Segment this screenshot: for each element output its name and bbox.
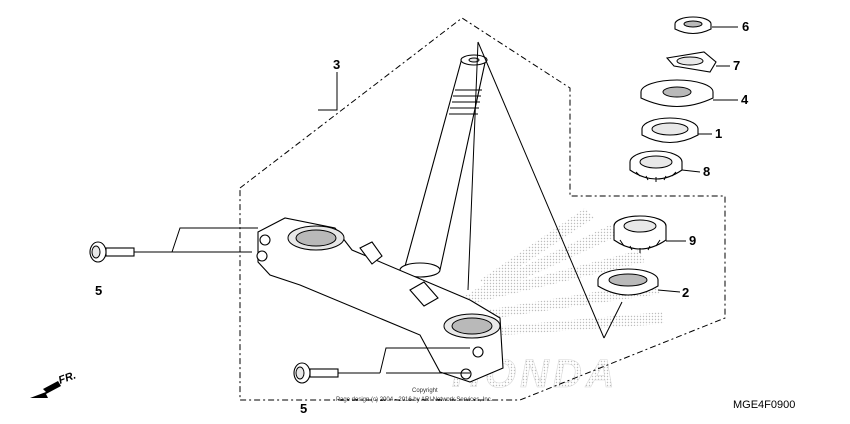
callout-9: 9 [689,233,696,248]
front-direction-label: FR. [57,369,78,386]
callout-4: 4 [741,92,749,107]
copyright-line2: Page design (c) 2004 - 2016 by ARI Netwo… [336,397,493,403]
upper-bearing [629,150,683,182]
callout-8: 8 [703,164,710,179]
diagram-code: MGE4F0900 [733,399,795,411]
dust-seal [641,117,699,144]
honda-wing-watermark [440,208,664,338]
stem-leader-lines [467,41,623,339]
lower-bearing [613,215,667,253]
callout-6: 6 [742,19,749,34]
copyright-line1: Copyright [412,388,438,394]
callout-1: 1 [715,126,722,141]
callout-3: 3 [333,57,340,72]
callout-5-left: 5 [95,283,102,298]
bottom-bridge [256,217,504,383]
lock-washer [665,51,717,73]
bolt-left-leader [171,227,258,253]
bolt-bottom-leader [379,347,470,374]
assembly-boundary [239,17,726,401]
steering-stem-shaft [399,54,488,278]
callout-7: 7 [733,58,740,73]
lock-nut [674,16,712,35]
callout-5-bottom: 5 [300,401,307,416]
bolt-left [89,241,172,263]
callout-leaders [318,26,738,293]
front-direction-arrow-icon [30,381,61,398]
bolt-bottom [293,362,380,384]
callout-2: 2 [682,285,689,300]
steering-stem-nut [640,79,714,107]
lower-dust-seal [597,268,659,296]
